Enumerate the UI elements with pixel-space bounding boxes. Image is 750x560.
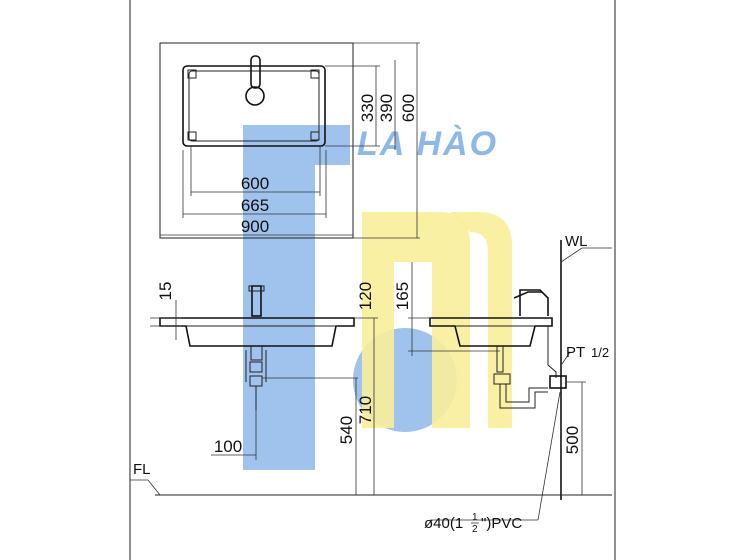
stop-valve xyxy=(549,375,567,389)
label-wl: WL xyxy=(565,233,588,250)
dim-100: 100 xyxy=(214,437,242,456)
pipe-suffix: ")PVC xyxy=(481,515,522,532)
dim-165: 165 xyxy=(393,282,412,310)
dim-15: 15 xyxy=(156,282,175,301)
basin-side-section xyxy=(429,317,553,347)
faucet-side-view xyxy=(519,289,549,316)
pipe-frac-den: 2 xyxy=(472,524,478,535)
pipe-spec-label: ø40(1 1 2 ")PVC xyxy=(424,512,522,535)
label-fl: FL xyxy=(133,461,151,478)
dim-330: 330 xyxy=(358,94,377,122)
watermark-blue-bar xyxy=(243,125,315,470)
watermark-yellow-shape xyxy=(362,212,470,428)
trap-outline xyxy=(245,350,267,382)
side-elevation: 165 WL PT 1/2 500 xyxy=(393,233,612,521)
dim-665: 665 xyxy=(241,196,269,215)
label-pt: PT xyxy=(566,344,585,361)
pipe-prefix: ø40(1 xyxy=(424,515,463,532)
watermark-blue-top xyxy=(315,125,350,165)
basin-corner-br xyxy=(310,131,320,141)
counter-outline xyxy=(159,42,354,239)
dim-390: 390 xyxy=(377,94,396,122)
drain-tail xyxy=(250,346,263,361)
dim-600-depth: 600 xyxy=(399,94,418,122)
basin-corner-bl xyxy=(187,131,197,141)
watermark-logo-text: LA HÀO xyxy=(357,125,498,163)
supply-hose xyxy=(547,326,557,378)
label-pt-size: 1/2 xyxy=(591,345,609,360)
dim-500: 500 xyxy=(563,426,582,454)
basin-inner xyxy=(188,70,320,142)
pipe-frac-num: 1 xyxy=(472,512,478,523)
dim-600-width: 600 xyxy=(241,174,269,193)
faucet-top-view xyxy=(250,55,261,89)
basin-outer xyxy=(182,65,326,147)
basin-corner-tr xyxy=(310,69,320,79)
dim-540: 540 xyxy=(337,416,356,444)
dim-120: 120 xyxy=(356,282,375,310)
dim-900: 900 xyxy=(241,217,269,236)
front-elevation: 15 100 540 710 120 xyxy=(150,282,378,495)
trap-side xyxy=(499,384,548,409)
plan-view: 330 390 600 600 665 900 xyxy=(159,42,420,239)
watermark: LA HÀO xyxy=(243,125,512,470)
dim-710: 710 xyxy=(356,396,375,424)
basin-corner-tl xyxy=(187,69,197,79)
drain-top-view xyxy=(245,86,265,106)
